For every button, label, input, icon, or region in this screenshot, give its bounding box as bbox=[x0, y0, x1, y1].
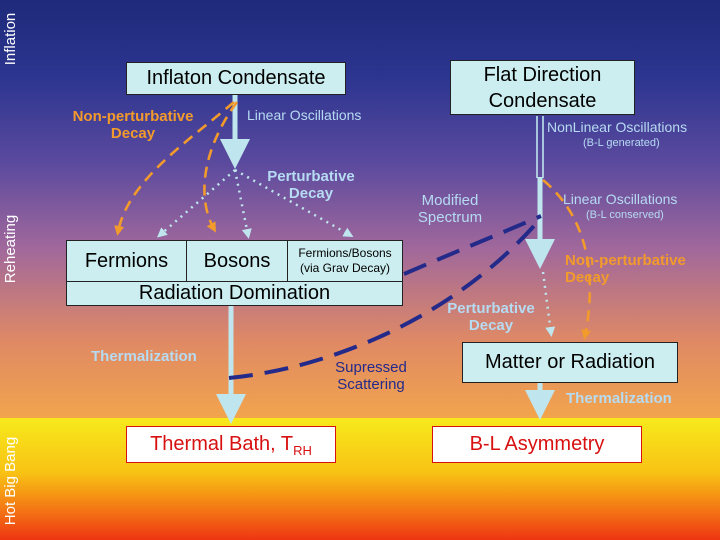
fermions-bosons-box: Fermions/Bosons (via Grav Decay) bbox=[287, 240, 403, 282]
orange-dashed-to-matter bbox=[542, 179, 592, 340]
nonpert-left-line2: Decay bbox=[110, 124, 156, 142]
fermions-box: Fermions bbox=[66, 240, 187, 282]
navy-dashed-modified-spectrum bbox=[403, 214, 542, 276]
suppressed-line2: Scattering bbox=[337, 375, 405, 393]
phase-reheating-label: Reheating bbox=[2, 214, 19, 284]
flat-direction-line1: Flat Direction bbox=[483, 64, 602, 86]
orange-dashed-to-fermions bbox=[114, 101, 235, 236]
suppressed-line1: Supressed bbox=[335, 359, 407, 376]
modified-spectrum-line2: Spectrum bbox=[417, 208, 483, 226]
suppressed-scattering-label: Supressed Scattering bbox=[325, 359, 417, 394]
phase-inflation-label: Inflation bbox=[2, 12, 19, 66]
matter-or-radiation-box: Matter or Radiation bbox=[462, 342, 678, 383]
inflaton-condensate-text: Inflaton Condensate bbox=[146, 67, 326, 89]
fermions-text: Fermions bbox=[84, 250, 169, 272]
dotted-to-bosons bbox=[233, 169, 252, 239]
phase-hot-big-bang-label: Hot Big Bang bbox=[2, 436, 19, 526]
dotted-to-fermions-bosons bbox=[234, 168, 354, 237]
matter-or-radiation-text: Matter or Radiation bbox=[484, 351, 656, 373]
nonperturbative-decay-right-label: Non-perturbative Decay bbox=[565, 252, 701, 287]
bl-conserved-label: (B-L conserved) bbox=[586, 209, 664, 221]
perturbative-decay-left-label: Perturbative Decay bbox=[258, 168, 364, 203]
dotted-to-fermions bbox=[156, 169, 236, 238]
fermions-bosons-line1: Fermions/Bosons bbox=[298, 246, 392, 260]
bl-asymmetry-text: B-L Asymmetry bbox=[469, 433, 605, 455]
thermal-bath-subscript: RH bbox=[293, 443, 312, 458]
orange-dashed-to-bosons bbox=[203, 101, 239, 233]
linear-oscillations-right-label: Linear Oscillations bbox=[563, 191, 678, 207]
pert-right-line1: Perturbative bbox=[447, 300, 535, 317]
modified-spectrum-line1: Modified bbox=[421, 192, 479, 209]
modified-spectrum-label: Modified Spectrum bbox=[407, 192, 493, 227]
thermal-bath-box: Thermal Bath, TRH bbox=[126, 426, 336, 463]
navy-dashed-suppressed-scattering bbox=[228, 216, 543, 380]
linear-oscillations-left-label: Linear Oscillations bbox=[247, 107, 362, 123]
flat-direction-box: Flat Direction Condensate bbox=[450, 60, 635, 115]
thermal-bath-text: Thermal Bath, T bbox=[150, 433, 294, 455]
nonpert-left-line1: Non-perturbative bbox=[72, 108, 194, 125]
inflaton-condensate-box: Inflaton Condensate bbox=[126, 62, 346, 95]
thermalization-right-label: Thermalization bbox=[566, 390, 672, 407]
radiation-domination-text: Radiation Domination bbox=[138, 282, 331, 304]
dotted-to-matter bbox=[541, 271, 556, 337]
perturbative-decay-right-label: Perturbative Decay bbox=[441, 300, 541, 335]
bl-asymmetry-box: B-L Asymmetry bbox=[432, 426, 642, 463]
pert-left-line1: Perturbative bbox=[267, 168, 355, 185]
pert-left-line2: Decay bbox=[288, 184, 334, 202]
flat-direction-line2: Condensate bbox=[488, 90, 597, 112]
pert-right-line2: Decay bbox=[468, 316, 514, 334]
nonlinear-oscillations-label: NonLinear Oscillations bbox=[547, 119, 688, 135]
nonpert-right-line1: Non-perturbative bbox=[565, 252, 686, 269]
nonperturbative-decay-left-label: Non-perturbative Decay bbox=[68, 108, 198, 143]
radiation-domination-box: Radiation Domination bbox=[66, 281, 403, 306]
bosons-box: Bosons bbox=[186, 240, 288, 282]
bl-generated-label: (B-L generated) bbox=[583, 137, 660, 149]
thermalization-left-label: Thermalization bbox=[91, 348, 197, 365]
fermions-bosons-line2: (via Grav Decay) bbox=[299, 261, 391, 275]
nonpert-right-line2: Decay bbox=[565, 268, 610, 286]
bosons-text: Bosons bbox=[203, 250, 271, 272]
